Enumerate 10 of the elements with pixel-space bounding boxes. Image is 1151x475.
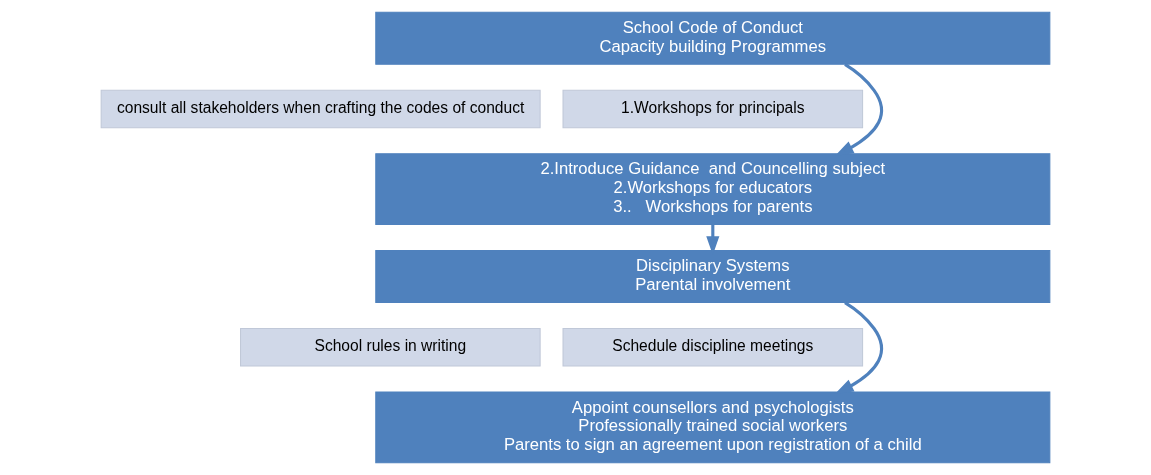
node-box: consult all stakeholders when crafting the codes of conduct [100,89,541,129]
node-box: Appoint counsellors and psychologists Professionally trained social workers Parents to sign an agreement upon registration of a child [375,391,1051,464]
node-box: School Code of Conduct Capacity building Programmes [375,11,1051,65]
arrow [834,301,884,395]
node-box: School rules in writing [240,328,541,367]
arrow [834,63,884,156]
node-box: Disciplinary Systems Parental involvement [375,250,1051,304]
node-box: 2.Introduce Guidance and Councelling subject 2.Workshops for educators 3.. Workshops for parents [375,153,1051,225]
node-box: 1.Workshops for principals [562,89,864,129]
node-box: Schedule discipline meetings [562,328,864,367]
